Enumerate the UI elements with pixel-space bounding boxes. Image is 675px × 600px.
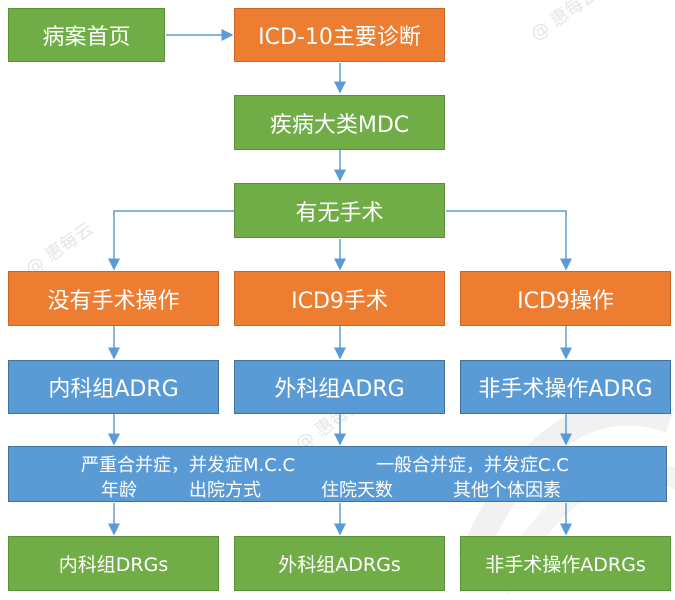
nonsurgical-drgs-node: 非手术操作ADRGs [460,536,671,591]
medical-drgs-node: 内科组DRGs [8,536,219,591]
surgery-question-node: 有无手术 [234,183,445,238]
no-surgery-node: 没有手术操作 [8,271,219,326]
surgical-drgs-node: 外科组ADRGs [234,536,445,591]
mdc-node: 疾病大类MDC [234,95,445,150]
homepage-node: 病案首页 [8,8,165,62]
grouping-factors-bar: 严重合并症，并发症M.C.C 一般合并症，并发症C.C 年龄 出院方式 住院天数… [8,446,667,502]
factor-discharge: 出院方式 [189,480,261,501]
factor-los: 住院天数 [321,480,393,501]
factor-cc: 一般合并症，并发症C.C [376,455,569,476]
factor-mcc: 严重合并症，并发症M.C.C [81,455,296,476]
icd9-surgery-node: ICD9手术 [234,271,445,326]
factor-other: 其他个体因素 [453,480,561,501]
medical-adrg-node: 内科组ADRG [8,360,219,414]
icd9-operation-node: ICD9操作 [460,271,671,326]
factor-age: 年龄 [101,480,137,501]
surgical-adrg-node: 外科组ADRG [234,360,445,414]
nonsurgical-adrg-node: 非手术操作ADRG [460,360,671,414]
icd10-diagnosis-node: ICD-10主要诊断 [234,8,445,62]
